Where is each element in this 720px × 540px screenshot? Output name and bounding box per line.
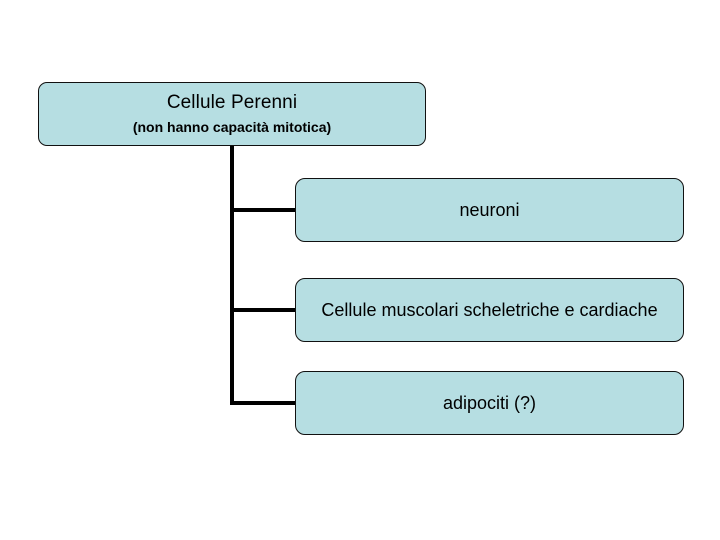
node-adipociti-label: adipociti (?) — [442, 393, 537, 413]
node-root-subtitle: (non hanno capacità mitotica) — [132, 119, 332, 135]
node-cellule-muscolari[interactable]: Cellule muscolari scheletriche e cardiac… — [295, 278, 684, 342]
node-root-title: Cellule Perenni — [166, 92, 298, 113]
node-cellule-perenni[interactable]: Cellule Perenni (non hanno capacità mito… — [38, 82, 426, 146]
node-cellule-muscolari-label: Cellule muscolari scheletriche e cardiac… — [321, 300, 658, 320]
node-neuroni-label: neuroni — [459, 200, 520, 220]
node-neuroni[interactable]: neuroni — [295, 178, 684, 242]
node-adipociti[interactable]: adipociti (?) — [295, 371, 684, 435]
